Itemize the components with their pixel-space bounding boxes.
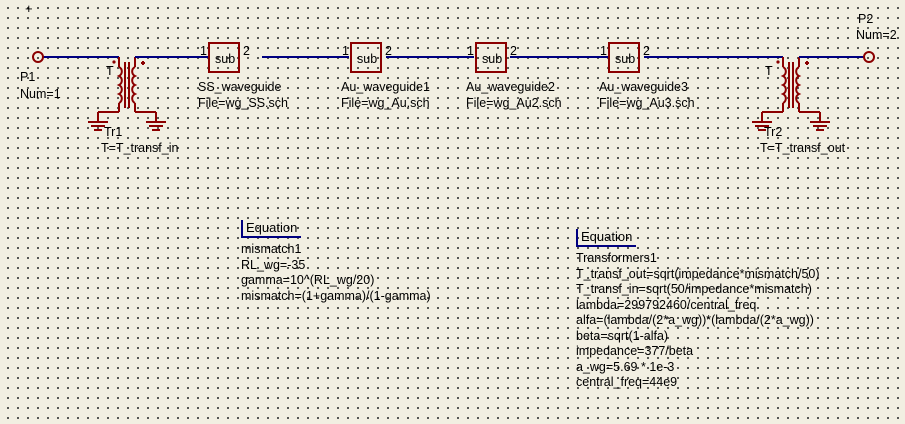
port-p2-name: P2 bbox=[858, 12, 874, 26]
transformer-tr1[interactable] bbox=[88, 56, 166, 131]
equation-title: Equation bbox=[241, 220, 302, 238]
equation-line: central_freq=44e9 bbox=[576, 375, 678, 389]
equation-line: RL_wg=-35 bbox=[241, 257, 306, 272]
sub3-pin2: 2 bbox=[510, 44, 517, 58]
equation-line: lambda=299792460/central_freq bbox=[576, 297, 757, 312]
sub4-pin2: 2 bbox=[643, 44, 650, 58]
sub1-pin2: 2 bbox=[243, 44, 250, 58]
sub1-file: File=wg_SS.sch bbox=[198, 96, 288, 110]
transformer-tr2[interactable] bbox=[752, 56, 830, 131]
equation-line: a_wg=5.69 * 1e-3 bbox=[576, 359, 675, 374]
equation-line: impedance=377/beta bbox=[576, 344, 694, 358]
transformer-tr1-param: T=T_transf_in bbox=[101, 141, 179, 155]
sub4-name: Au_waveguide3 bbox=[599, 80, 688, 94]
port-p2-num: Num=2 bbox=[856, 28, 897, 42]
sub2-pin1: 1 bbox=[342, 44, 349, 58]
subcircuit-au-waveguide3[interactable] bbox=[608, 42, 640, 73]
equation-line: mismatch1 bbox=[241, 242, 302, 256]
sub1-pin1: 1 bbox=[200, 44, 207, 58]
port-p1[interactable] bbox=[32, 51, 44, 63]
sub1-label: sub bbox=[215, 52, 236, 66]
origin-marker: + bbox=[25, 1, 33, 16]
equation-line: alfa=(lambda/(2*a_wg))*(lambda/(2*a_wg)) bbox=[576, 313, 814, 327]
equation-block-mismatch[interactable]: Equation mismatch1 RL_wg=-35 gamma=10^(R… bbox=[241, 219, 431, 304]
transformer-tr2-param: T=T_transf_out bbox=[760, 141, 846, 155]
equation-title: Equation bbox=[576, 229, 637, 247]
sub3-file: File=wg_Au2.sch bbox=[466, 96, 562, 110]
equation-line: T_transf_out=sqrt(impedance*mismatch/50) bbox=[576, 266, 820, 281]
sub2-name: Au_waveguide1 bbox=[341, 80, 430, 94]
sub3-label: sub bbox=[482, 52, 503, 66]
equation-lines: Transformers1 T_transf_out=sqrt(impedanc… bbox=[576, 251, 820, 391]
transformer-tr1-name: Tr1 bbox=[104, 125, 123, 139]
sub4-file: File=wg_Au3.sch bbox=[599, 96, 695, 110]
equation-lines: mismatch1 RL_wg=-35 gamma=10^(RL_wg/20) … bbox=[241, 242, 431, 304]
port-p2[interactable] bbox=[863, 51, 875, 63]
sub2-pin2: 2 bbox=[385, 44, 392, 58]
equation-line: gamma=10^(RL_wg/20) bbox=[241, 273, 375, 287]
sub4-pin1: 1 bbox=[600, 44, 607, 58]
transformer-tr2-name: Tr2 bbox=[764, 125, 783, 139]
subcircuit-au-waveguide1[interactable] bbox=[350, 42, 382, 73]
sub2-file: File=wg_Au.sch bbox=[341, 96, 430, 110]
sub2-label: sub bbox=[357, 52, 378, 66]
sub3-name: Au_waveguide2 bbox=[466, 80, 555, 94]
sub1-name: SS_waveguide bbox=[198, 80, 282, 94]
equation-line: Transformers1 bbox=[576, 251, 657, 265]
sub3-pin1: 1 bbox=[467, 44, 474, 58]
equation-line: beta=sqrt(1-alfa) bbox=[576, 328, 669, 343]
equation-block-transformers[interactable]: Equation Transformers1 T_transf_out=sqrt… bbox=[576, 228, 820, 391]
transformer-tr2-symbol: T bbox=[765, 64, 773, 78]
transformer-tr1-symbol: T bbox=[106, 64, 114, 78]
equation-line: T_transf_in=sqrt(50/impedance*mismatch) bbox=[576, 282, 812, 296]
port-p1-name: P1 bbox=[20, 70, 36, 84]
port-p1-num: Num=1 bbox=[20, 87, 61, 101]
equation-line: mismatch=(1+gamma)/(1-gamma) bbox=[241, 288, 431, 303]
subcircuit-au-waveguide2[interactable] bbox=[475, 42, 507, 73]
subcircuit-ss-waveguide[interactable] bbox=[208, 42, 240, 73]
sub4-label: sub bbox=[615, 52, 636, 66]
